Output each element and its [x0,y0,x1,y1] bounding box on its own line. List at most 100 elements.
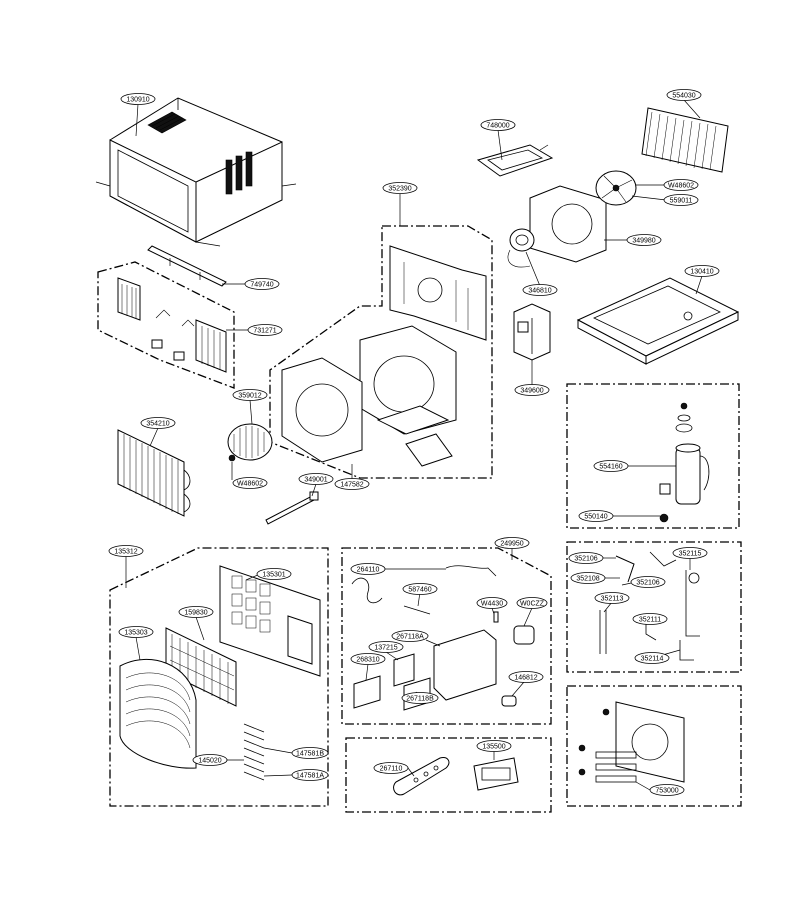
svg-text:130910: 130910 [126,97,149,104]
svg-text:W0CZZ: W0CZZ [520,601,545,608]
svg-text:550140: 550140 [584,514,607,521]
rail-drawing [147,245,227,287]
callout-349980: 349980 [626,234,662,246]
svg-text:748000: 748000 [486,123,509,130]
callout-346810: 346810 [522,284,558,296]
tubing-section-drawing [566,541,742,673]
cabinet-drawing [95,97,297,247]
svg-text:145020: 145020 [198,758,221,765]
svg-text:135303: 135303 [124,630,147,637]
callout-267118b: 267118B [401,692,439,704]
svg-text:268310: 268310 [356,657,379,664]
callout-249950: 249950 [494,537,530,549]
svg-text:749740: 749740 [250,282,273,289]
callout-352114: 352114 [634,652,670,664]
svg-text:137215: 137215 [374,645,397,652]
svg-text:W48602: W48602 [668,183,694,190]
callout-354210: 354210 [140,417,176,429]
svg-text:753000: 753000 [655,788,678,795]
callout-135312: 135312 [108,545,144,557]
callout-130410: 130410 [684,265,720,277]
base-pan-drawing [576,277,740,365]
callout-147581b: 147581B [291,747,329,759]
remote-section-drawing [345,737,552,813]
callout-748000: 748000 [480,119,516,131]
control-box-drawing [513,303,551,361]
callout-130910: 130910 [120,93,156,105]
svg-text:352111: 352111 [639,617,661,624]
callout-749740: 749740 [244,278,280,290]
svg-text:147582: 147582 [340,482,363,489]
callout-264110: 264110 [350,563,386,575]
svg-text:354210: 354210 [146,421,169,428]
svg-text:352115: 352115 [679,551,702,558]
callout-267118a: 267118A [391,630,429,642]
svg-text:352106: 352106 [636,580,659,587]
part-callouts: 130910 554030 748000 W48602 559011 35239… [108,89,720,796]
callout-559011: 559011 [663,194,699,206]
svg-text:559011: 559011 [670,198,693,205]
callout-135303: 135303 [118,626,154,638]
callout-352390: 352390 [382,182,418,194]
svg-text:554160: 554160 [599,464,622,471]
svg-text:349980: 349980 [632,238,655,245]
svg-text:352390: 352390 [388,186,411,193]
callout-135301: 135301 [256,568,292,580]
callout-731271: 731271 [247,324,283,336]
callout-w48602-blower: W48602 [232,477,268,489]
svg-text:147581A: 147581A [296,773,324,780]
callout-147581a: 147581A [291,769,329,781]
blower-wheel-drawing [227,423,273,462]
motor-mount-section-drawing [566,685,742,807]
chassis-group-drawing [269,225,493,479]
svg-text:352108: 352108 [576,576,599,583]
callout-554160: 554160 [593,460,629,472]
callout-359012: 359012 [232,389,268,401]
callout-268310: 268310 [350,653,386,665]
callout-352108: 352108 [570,572,606,584]
callout-w48602-top: W48602 [663,179,699,191]
svg-text:587460: 587460 [408,587,431,594]
svg-text:249950: 249950 [500,541,523,548]
bracket-group-drawing [97,261,235,389]
svg-text:W48602: W48602 [237,481,263,488]
callout-352115: 352115 [672,547,708,559]
compressor-section-drawing [566,383,740,529]
svg-text:135312: 135312 [114,549,137,556]
svg-text:267110: 267110 [380,766,403,773]
svg-text:554030: 554030 [672,93,695,100]
svg-text:352114: 352114 [641,656,664,663]
callout-w4430: W4430 [476,597,508,609]
callout-550140: 550140 [578,510,614,522]
svg-text:264110: 264110 [357,567,380,574]
svg-text:W4430: W4430 [481,601,503,608]
callout-352113: 352113 [594,592,630,604]
svg-text:159830: 159830 [184,610,207,617]
front-panel-section-drawing [109,547,329,807]
callout-135500: 135500 [476,740,512,752]
callout-349001: 349001 [298,473,334,485]
svg-text:267118A: 267118A [396,634,424,641]
svg-text:352113: 352113 [601,596,624,603]
callout-753000: 753000 [649,784,685,796]
condenser-coil-drawing [641,107,729,173]
callout-352106-b: 352106 [630,576,666,588]
svg-text:349001: 349001 [304,477,327,484]
callout-159830: 159830 [178,606,214,618]
callout-349600: 349600 [514,384,550,396]
svg-text:352106: 352106 [574,556,597,563]
bracket-drawing [476,144,554,177]
svg-text:731271: 731271 [253,328,276,335]
svg-text:346810: 346810 [528,288,551,295]
svg-text:146812: 146812 [514,675,537,682]
callout-146812: 146812 [508,671,544,683]
callout-352106: 352106 [568,552,604,564]
evaporator-coil-drawing [117,429,191,517]
leader-lines [125,99,703,791]
svg-text:147581B: 147581B [296,751,324,758]
callout-267110: 267110 [373,762,409,774]
svg-text:135301: 135301 [262,572,285,579]
svg-text:349600: 349600 [520,388,543,395]
svg-text:135500: 135500 [482,744,505,751]
